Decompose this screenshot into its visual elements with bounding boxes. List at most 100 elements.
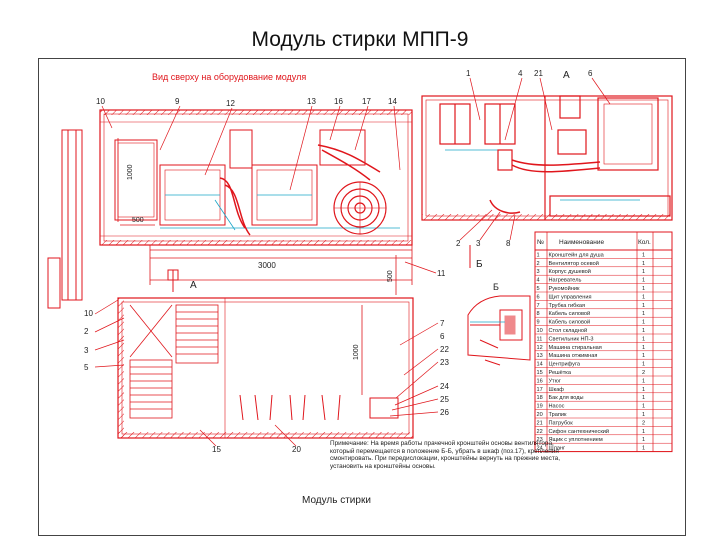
callouts: 10 9 12 13 16 17 14 1 4 21 6 2 3 8 11 7 … (84, 69, 593, 454)
spec-cell-name: Кабель силовой (549, 319, 591, 326)
spec-cell-name: Утюг (549, 378, 561, 384)
callout-10-top: 10 (96, 97, 105, 106)
hatched-wall-bottom (118, 298, 413, 438)
detail-b (467, 295, 531, 366)
callout-6-side: 6 (440, 332, 445, 341)
section-arrows (167, 245, 471, 292)
spec-cell-qty: 2 (642, 370, 645, 376)
spec-cell-qty: 1 (642, 429, 645, 435)
spec-cell-qty: 1 (642, 412, 645, 418)
spec-cell-name: Нагреватель (549, 278, 582, 284)
spec-cell-num: 22 (537, 429, 543, 435)
callout-15: 15 (212, 445, 221, 454)
spec-cell-name: Шкаф (549, 387, 565, 393)
bottom-caption: Модуль стирки (302, 495, 371, 506)
hoses (219, 144, 381, 236)
spec-header-cell: Кол. (638, 239, 651, 246)
spec-cell-qty: 1 (642, 252, 645, 258)
spec-cell-name: Бак для воды (549, 395, 584, 401)
spec-cell-qty: 1 (642, 395, 645, 401)
section-a-plan: А (190, 280, 197, 291)
callout-14: 14 (388, 97, 397, 106)
spec-cell-num: 7 (537, 303, 540, 309)
spec-cell-num: 1 (537, 252, 540, 258)
hatched-wall-top (100, 110, 412, 245)
callout-16: 16 (334, 97, 343, 106)
callout-13: 13 (307, 97, 316, 106)
spec-header-cell: Наименование (559, 239, 604, 246)
spec-cell-qty: 1 (642, 303, 645, 309)
spec-cell-name: Рукомойник (549, 285, 580, 292)
spec-cell-num: 16 (537, 378, 543, 384)
centrifuge (333, 181, 387, 235)
leader-lines (94, 77, 611, 447)
callout-21: 21 (534, 69, 543, 78)
spec-cell-name: Машина отжимная (549, 353, 598, 359)
callout-23: 23 (440, 358, 449, 367)
spec-cell-qty: 1 (642, 437, 645, 443)
spec-cell-name: Насос (549, 404, 565, 410)
floor-grate-left (129, 304, 219, 419)
callout-22: 22 (440, 345, 449, 354)
callout-5: 5 (84, 363, 89, 372)
spec-cell-name: Решётка (549, 370, 572, 376)
spec-cell-qty: 1 (642, 328, 645, 334)
spec-cell-name: Кабель силовой (549, 310, 591, 317)
spec-cell-num: 11 (537, 336, 543, 342)
dim-3000: 3000 (258, 261, 276, 270)
dim-500-right: 500 (387, 270, 394, 282)
spec-cell-qty: 1 (642, 269, 645, 275)
spec-cell-name: Вентилятор осевой (549, 260, 599, 267)
note-container: Примечание: На время работы прачечной кр… (330, 440, 560, 470)
callout-3-upper: 3 (476, 239, 481, 248)
left-rack (47, 129, 83, 309)
callout-1: 1 (466, 69, 471, 78)
spec-cell-num: 12 (537, 345, 543, 351)
callout-7: 7 (440, 319, 445, 328)
callout-12: 12 (226, 99, 235, 108)
spec-cell-qty: 1 (642, 278, 645, 284)
callout-2-upper: 2 (456, 239, 461, 248)
dim-1000-top: 1000 (127, 164, 134, 180)
hangers (239, 394, 341, 421)
spec-cell-num: 19 (537, 404, 543, 410)
spec-cell-name: Корпус душевой (549, 268, 591, 275)
dim-1000-bottom: 1000 (353, 344, 360, 360)
spec-cell-num: 21 (537, 420, 543, 426)
spec-cell-num: 14 (537, 362, 543, 368)
spec-cell-num: 8 (537, 311, 540, 317)
callout-2-lower: 2 (84, 327, 89, 336)
spec-cell-num: 2 (537, 261, 540, 267)
callout-4: 4 (518, 69, 523, 78)
spec-cell-num: 15 (537, 370, 543, 376)
spec-cell-num: 17 (537, 387, 543, 393)
drain-box (369, 397, 399, 419)
spec-cell-name: Светильник НП-3 (549, 336, 594, 342)
spec-cell-num: 9 (537, 320, 540, 326)
callout-9: 9 (175, 97, 180, 106)
spec-cell-num: 4 (537, 278, 540, 284)
spec-cell-name: Трубка гибкая (549, 303, 586, 309)
spec-cell-num: 3 (537, 269, 540, 275)
callout-25: 25 (440, 395, 449, 404)
spec-cell-num: 24 (537, 446, 543, 452)
plan-caption: Вид сверху на оборудование модуля (152, 72, 306, 82)
hatched-floor-right (422, 214, 672, 220)
section-a-view: А (563, 70, 570, 81)
callout-3-lower: 3 (84, 346, 89, 355)
drawing-note: Примечание: На время работы прачечной кр… (330, 440, 560, 470)
spec-cell-num: 6 (537, 294, 540, 300)
spec-cell-name: Стол складной (549, 327, 588, 334)
spec-cell-qty: 1 (642, 320, 645, 326)
callout-8: 8 (506, 239, 511, 248)
spec-cell-qty: 1 (642, 336, 645, 342)
spec-cell-num: 23 (537, 437, 543, 443)
spec-cell-num: 13 (537, 353, 543, 359)
spec-cell-name: Патрубок (549, 420, 574, 426)
spec-cell-qty: 1 (642, 286, 645, 292)
plan-bottom-outline (117, 297, 414, 439)
spec-cell-name: Сифон сантехнический (549, 428, 610, 435)
spec-cell-name: Щит управления (549, 294, 592, 300)
spec-cell-name: Ящик с уплотнением (549, 437, 603, 443)
